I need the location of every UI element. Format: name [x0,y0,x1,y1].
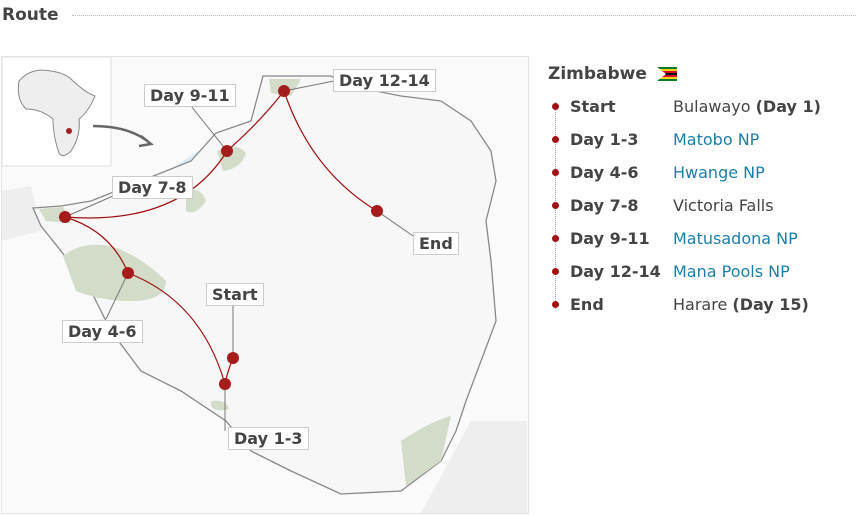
label-day-4-6: Day 4-6 [62,320,143,343]
itinerary-day: Day 4-6 [570,163,639,182]
africa-inset [2,57,154,167]
itinerary-item: End Harare (Day 15) [552,288,821,321]
arrow-icon [92,124,154,148]
stop-start[interactable] [227,352,239,364]
label-day-1-3: Day 1-3 [228,427,309,450]
place-name: Harare [673,295,728,314]
label-end: End [413,232,459,255]
place-day: (Day 15) [732,295,809,314]
route-lines [64,90,378,385]
itinerary-item: Day 4-6 Hwange NP [552,156,821,189]
bullet-icon [552,202,559,209]
itinerary-day: Day 9-11 [570,229,650,248]
itinerary-item: Day 9-11 Matusadona NP [552,222,821,255]
label-start: Start [206,283,264,306]
bullet-icon [552,301,559,308]
itinerary-day: Day 1-3 [570,130,639,149]
place-day: (Day 1) [755,97,821,116]
bullet-icon [552,169,559,176]
place-name: Bulawayo [673,97,751,116]
label-day-7-8: Day 7-8 [112,176,193,199]
neighbor-land [2,186,527,513]
place-name[interactable]: Mana Pools NP [673,262,790,281]
itinerary-day: End [570,295,604,314]
itinerary-place: Victoria Falls [673,196,774,215]
stop-victoria-falls[interactable] [59,211,71,223]
place-name[interactable]: Hwange NP [673,163,765,182]
bullet-icon [552,268,559,275]
bullet-icon [552,235,559,242]
itinerary-place: Bulawayo (Day 1) [673,97,821,116]
itinerary-item: Start Bulawayo (Day 1) [552,90,821,123]
country-name: Zimbabwe [548,64,647,84]
itinerary-day: Day 7-8 [570,196,639,215]
route-map[interactable]: Start Day 1-3 Day 4-6 Day 7-8 Day 9-11 D… [1,56,529,514]
stop-end[interactable] [371,205,383,217]
bullet-icon [552,103,559,110]
itinerary-item: Day 7-8 Victoria Falls [552,189,821,222]
itinerary-place[interactable]: Matusadona NP [673,229,798,248]
itinerary-place[interactable]: Matobo NP [673,130,759,149]
bullet-icon [552,136,559,143]
place-name[interactable]: Matobo NP [673,130,760,149]
zimbabwe-flag-icon [656,67,677,81]
itinerary-place[interactable]: Hwange NP [673,163,765,182]
section-title: Route [2,5,59,25]
leader-lines [64,80,417,431]
stop-matusadona[interactable] [221,145,233,157]
stop-matobo[interactable] [219,378,231,390]
stop-mana-pools[interactable] [278,85,290,97]
title-divider [72,15,856,16]
label-day-9-11: Day 9-11 [144,84,236,107]
itinerary-item: Day 12-14 Mana Pools NP [552,255,821,288]
place-name: Victoria Falls [673,196,774,215]
itinerary-item: Day 1-3 Matobo NP [552,123,821,156]
place-name[interactable]: Matusadona NP [673,229,798,248]
itinerary-place[interactable]: Mana Pools NP [673,262,790,281]
itinerary-day: Start [570,97,616,116]
stop-hwange[interactable] [122,267,134,279]
label-day-12-14: Day 12-14 [333,69,436,92]
itinerary-day: Day 12-14 [570,262,661,281]
itinerary-place: Harare (Day 15) [673,295,809,314]
